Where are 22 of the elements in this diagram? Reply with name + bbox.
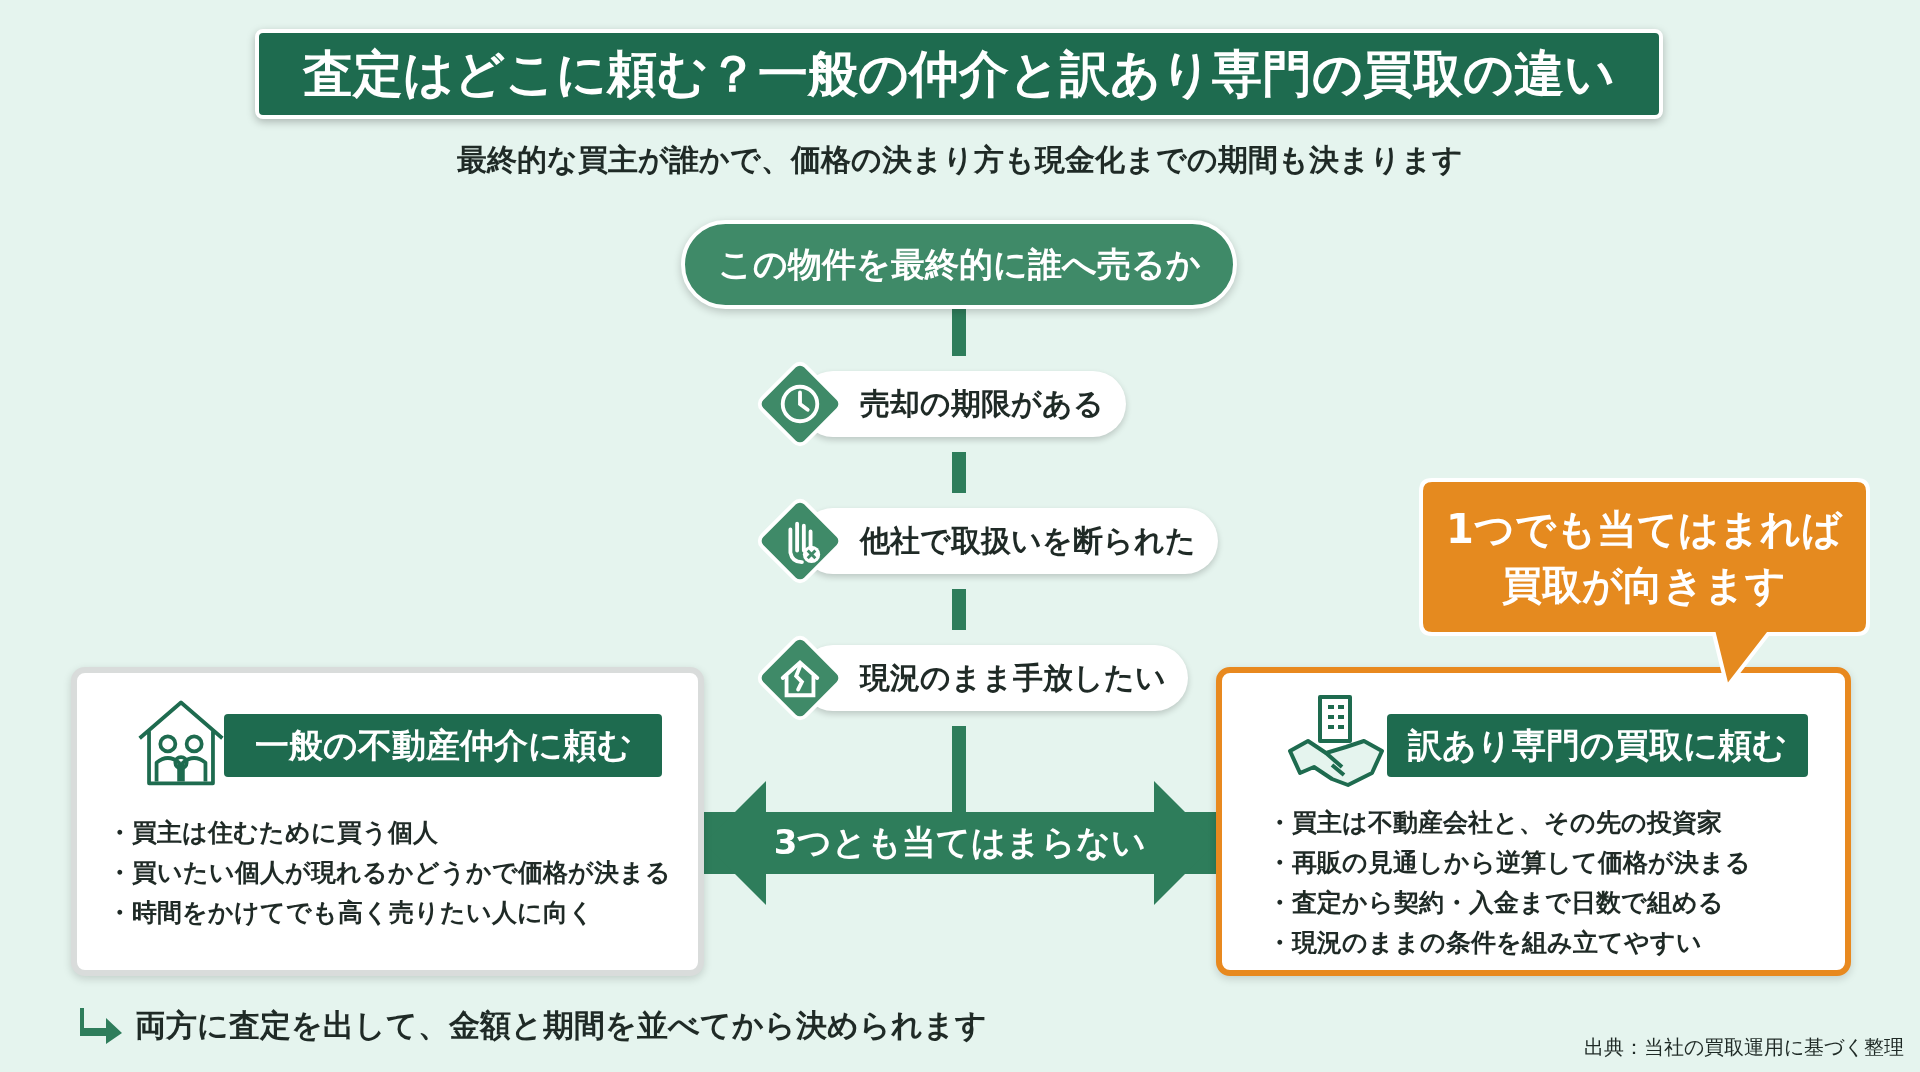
card-heading: 一般の不動産仲介に頼む [224, 714, 662, 777]
question-pill: この物件を最終的に誰へ売るか [681, 220, 1237, 309]
bullet-text: ・現況のままの条件を組み立てやすい [1267, 927, 1703, 959]
edge-label: 3つとも当てはまらない [772, 821, 1148, 864]
double-arrow [704, 781, 1216, 905]
bullet-text: ・買主は不動産会社と、その先の投資家 [1267, 807, 1723, 839]
bullet-text: ・時間をかけてでも高く売りたい人に向く [107, 897, 595, 929]
option-card [1216, 667, 1851, 976]
connector-line [952, 589, 966, 630]
option-card [71, 667, 704, 976]
bullet-text: ・査定から契約・入金まで日数で組める [1267, 887, 1725, 919]
title-banner: 査定はどこに頼む？一般の仲介と訳あり専門の買取の違い [255, 29, 1663, 119]
note-text: 両方に査定を出して、金額と期間を並べてから決められます [135, 1006, 988, 1045]
card-heading: 訳あり専門の買取に頼む [1387, 714, 1808, 777]
subtitle-text: 最終的な買主が誰かで、価格の決まり方も現金化までの期間も決まります [456, 141, 1464, 179]
connector-line [952, 452, 966, 493]
bullet-text: ・買いたい個人が現れるかどうかで価格が決まる [107, 857, 671, 889]
source-note: 出典：当社の買取運用に基づく整理 [1583, 1034, 1904, 1061]
connector-line [952, 726, 966, 814]
bullet-text: ・買主は住むために買う個人 [107, 817, 439, 849]
connector-line [952, 309, 966, 356]
bullet-text: ・再販の見通しから逆算して価格が決まる [1267, 847, 1751, 879]
